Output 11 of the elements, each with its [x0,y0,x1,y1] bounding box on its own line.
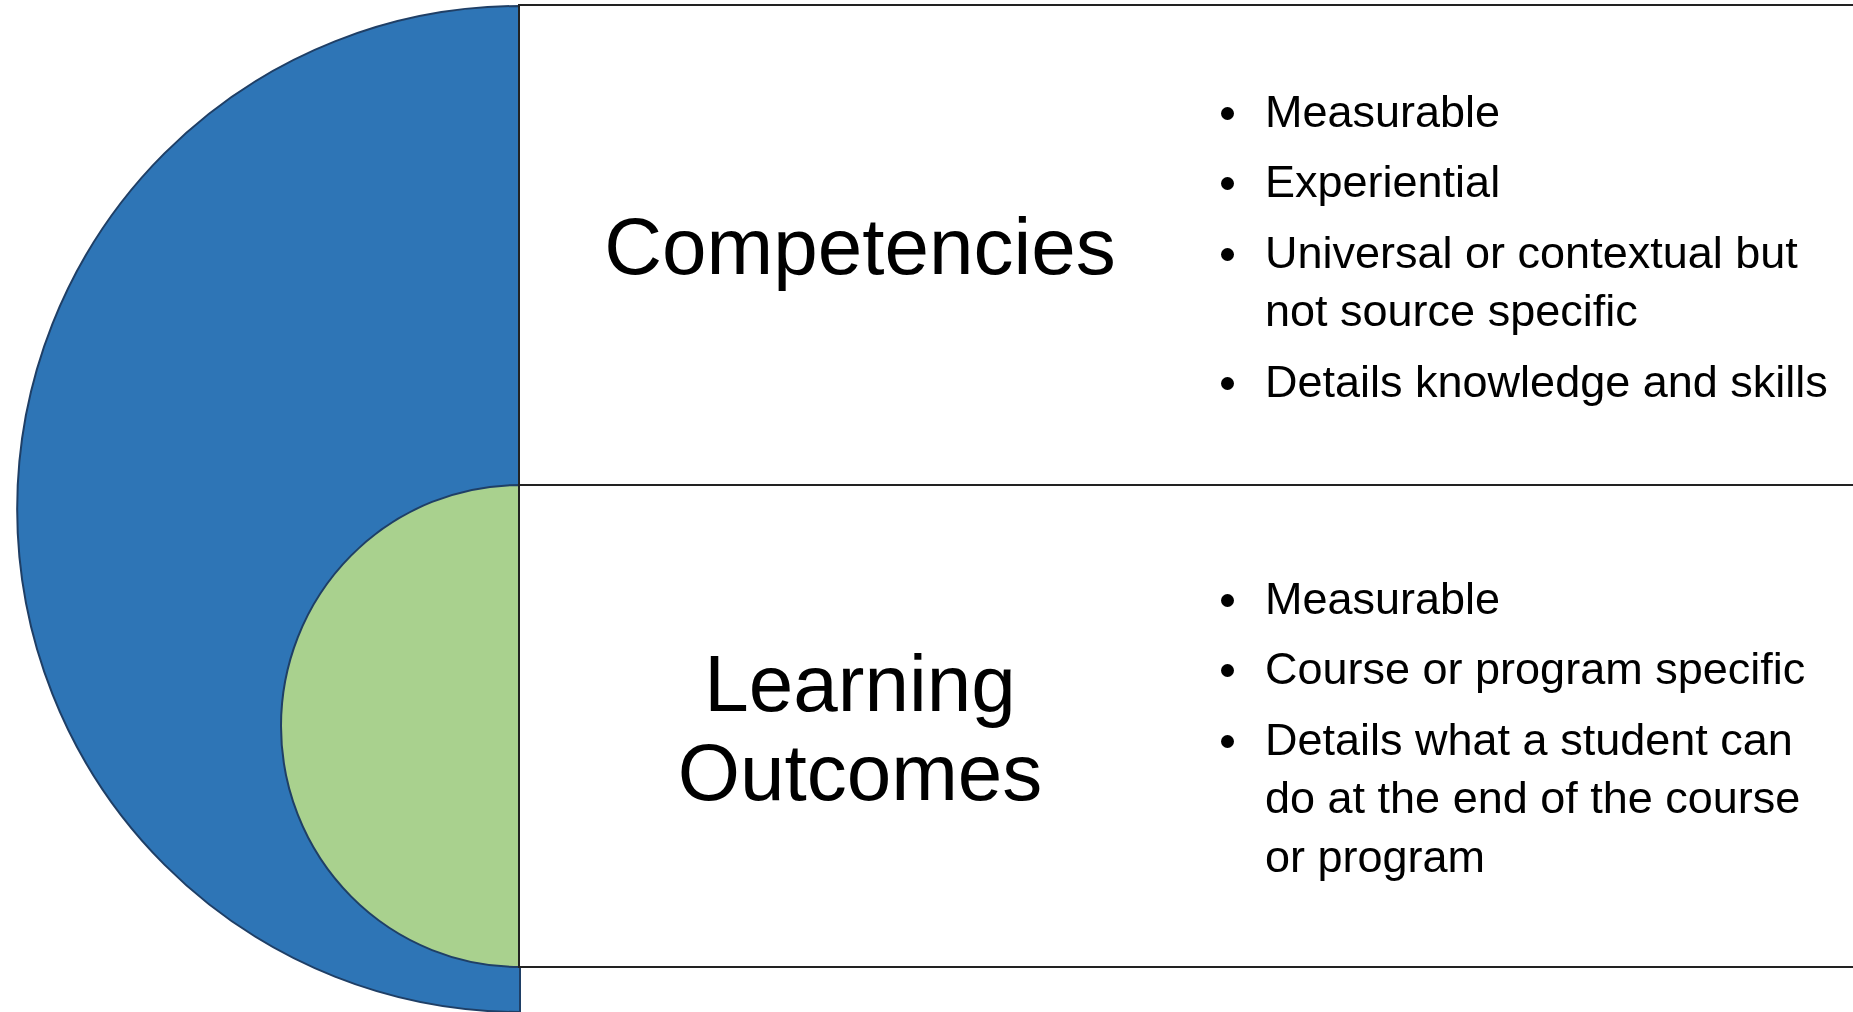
row-panel [518,484,1853,968]
bullet-item: Details knowledge and skills [1265,352,1846,411]
row-panel [518,4,1853,486]
bullet-item: Details what a student can do at the end of the course or program [1265,710,1846,886]
bullet-item: Measurable [1265,82,1846,141]
heading: Competencies [603,202,1117,292]
bullet-item: Experiential [1265,153,1846,212]
heading: Learning Outcomes [676,638,1044,818]
bullet-item: Universal or contextual but not source specific [1265,223,1846,341]
bullet-item: Course or program specific [1265,640,1846,699]
bullet-item: Measurable [1265,569,1846,628]
